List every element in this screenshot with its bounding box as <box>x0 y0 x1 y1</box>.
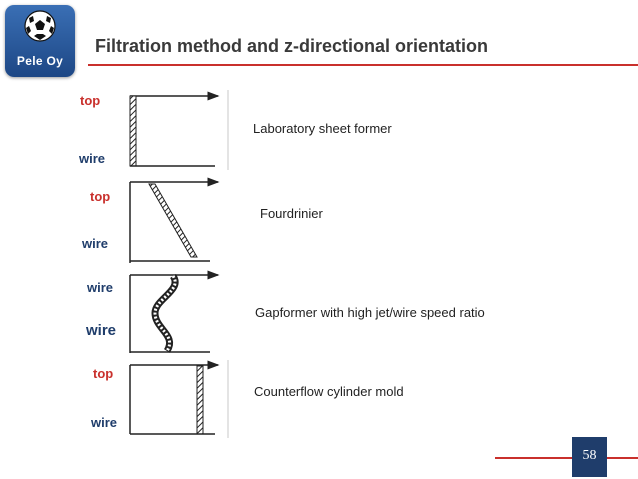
title-divider <box>88 64 638 66</box>
diagram-cylinder-mold <box>129 360 229 438</box>
label-top-4: top <box>93 366 114 381</box>
method-lab-sheet-former: Laboratory sheet former <box>253 121 392 136</box>
label-wire-3a: wire <box>87 280 114 295</box>
method-cylinder-mold: Counterflow cylinder mold <box>254 384 404 399</box>
page-number: 58 <box>582 448 597 463</box>
company-logo: Pele Oy <box>5 5 75 77</box>
diagram-fourdrinier <box>129 177 220 263</box>
diagram-gapformer <box>129 270 220 353</box>
fiber-orientation-diagrams <box>129 90 229 438</box>
label-wire-1: wire <box>79 151 106 166</box>
label-wire-3b: wire <box>86 322 117 339</box>
soccer-ball-icon <box>24 10 56 42</box>
footer-divider <box>495 457 638 459</box>
label-top-2: top <box>90 189 111 204</box>
method-fourdrinier: Fourdrinier <box>260 206 323 221</box>
label-top-1: top <box>80 93 101 108</box>
logo-text: Pele Oy <box>16 54 64 68</box>
page-number-box <box>572 437 607 477</box>
label-wire-2: wire <box>82 236 109 251</box>
slide-title: Filtration method and z-directional orie… <box>95 36 489 56</box>
method-gapformer: Gapformer with high jet/wire speed ratio <box>255 305 485 320</box>
diagram-lab-sheet-former <box>129 90 229 170</box>
label-wire-4: wire <box>91 415 118 430</box>
